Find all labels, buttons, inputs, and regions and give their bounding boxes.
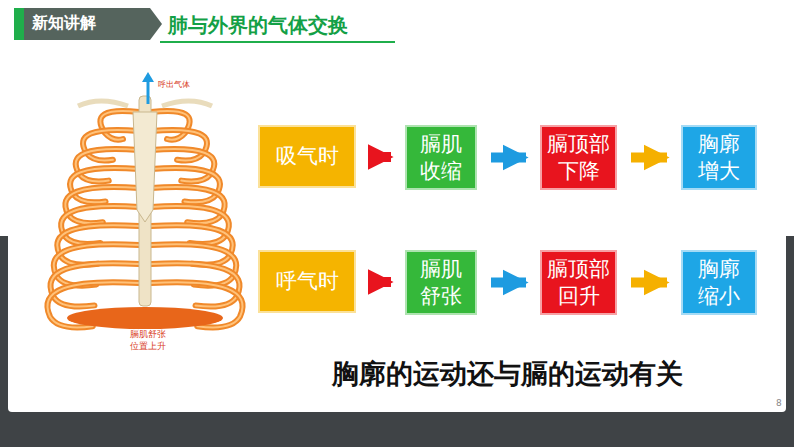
- step-box: 呼气时: [258, 250, 356, 313]
- sternum: [133, 112, 157, 222]
- step-text: 胸廓缩小: [698, 256, 740, 309]
- diaphragm-note: 膈肌舒张 位置上升: [129, 329, 167, 352]
- step-text: 膈顶部下降: [547, 131, 610, 184]
- diaphragm: [67, 307, 223, 329]
- rib: [83, 130, 139, 161]
- exhale-label: 呼出气体: [158, 80, 190, 90]
- flow-arrow: [491, 153, 526, 163]
- exhale-arrow-head: [142, 72, 154, 82]
- flow-arrow: [631, 278, 667, 288]
- step-text: 吸气时: [265, 143, 349, 169]
- step-box: 吸气时: [258, 125, 356, 188]
- step-box: 膈肌舒张: [405, 250, 477, 315]
- slide-title: 肺与外界的气体交换: [168, 12, 348, 39]
- step-box: 膈肌收缩: [405, 125, 477, 190]
- step-box: 胸廓增大: [681, 125, 757, 190]
- rib-highlight: [83, 130, 139, 161]
- rib-highlight: [151, 130, 207, 161]
- key-point: 胸廓的运动还与膈的运动有关: [332, 356, 683, 391]
- white-panel: [8, 46, 786, 412]
- banner-accent: [14, 8, 24, 40]
- section-banner: [14, 8, 162, 40]
- step-box: 膈顶部下降: [540, 125, 617, 190]
- step-text: 呼气时: [265, 268, 349, 294]
- flow-arrow: [370, 152, 391, 162]
- step-text: 膈顶部回升: [547, 256, 610, 309]
- step-text: 膈肌舒张: [420, 256, 462, 309]
- step-text: 胸廓增大: [698, 131, 740, 184]
- flow-arrow: [491, 278, 526, 288]
- step-box: 胸廓缩小: [681, 250, 757, 315]
- flow-arrow: [631, 153, 667, 163]
- step-text: 膈肌收缩: [420, 131, 462, 184]
- flow-arrow: [370, 277, 391, 287]
- page-number: 8: [776, 398, 782, 410]
- section-tag: 新知讲解: [32, 13, 96, 34]
- clavicles: [78, 101, 212, 106]
- rib: [151, 130, 207, 161]
- exhale-arrow-shaft: [147, 80, 150, 104]
- step-box: 膈顶部回升: [540, 250, 617, 315]
- title-underline: [160, 41, 395, 43]
